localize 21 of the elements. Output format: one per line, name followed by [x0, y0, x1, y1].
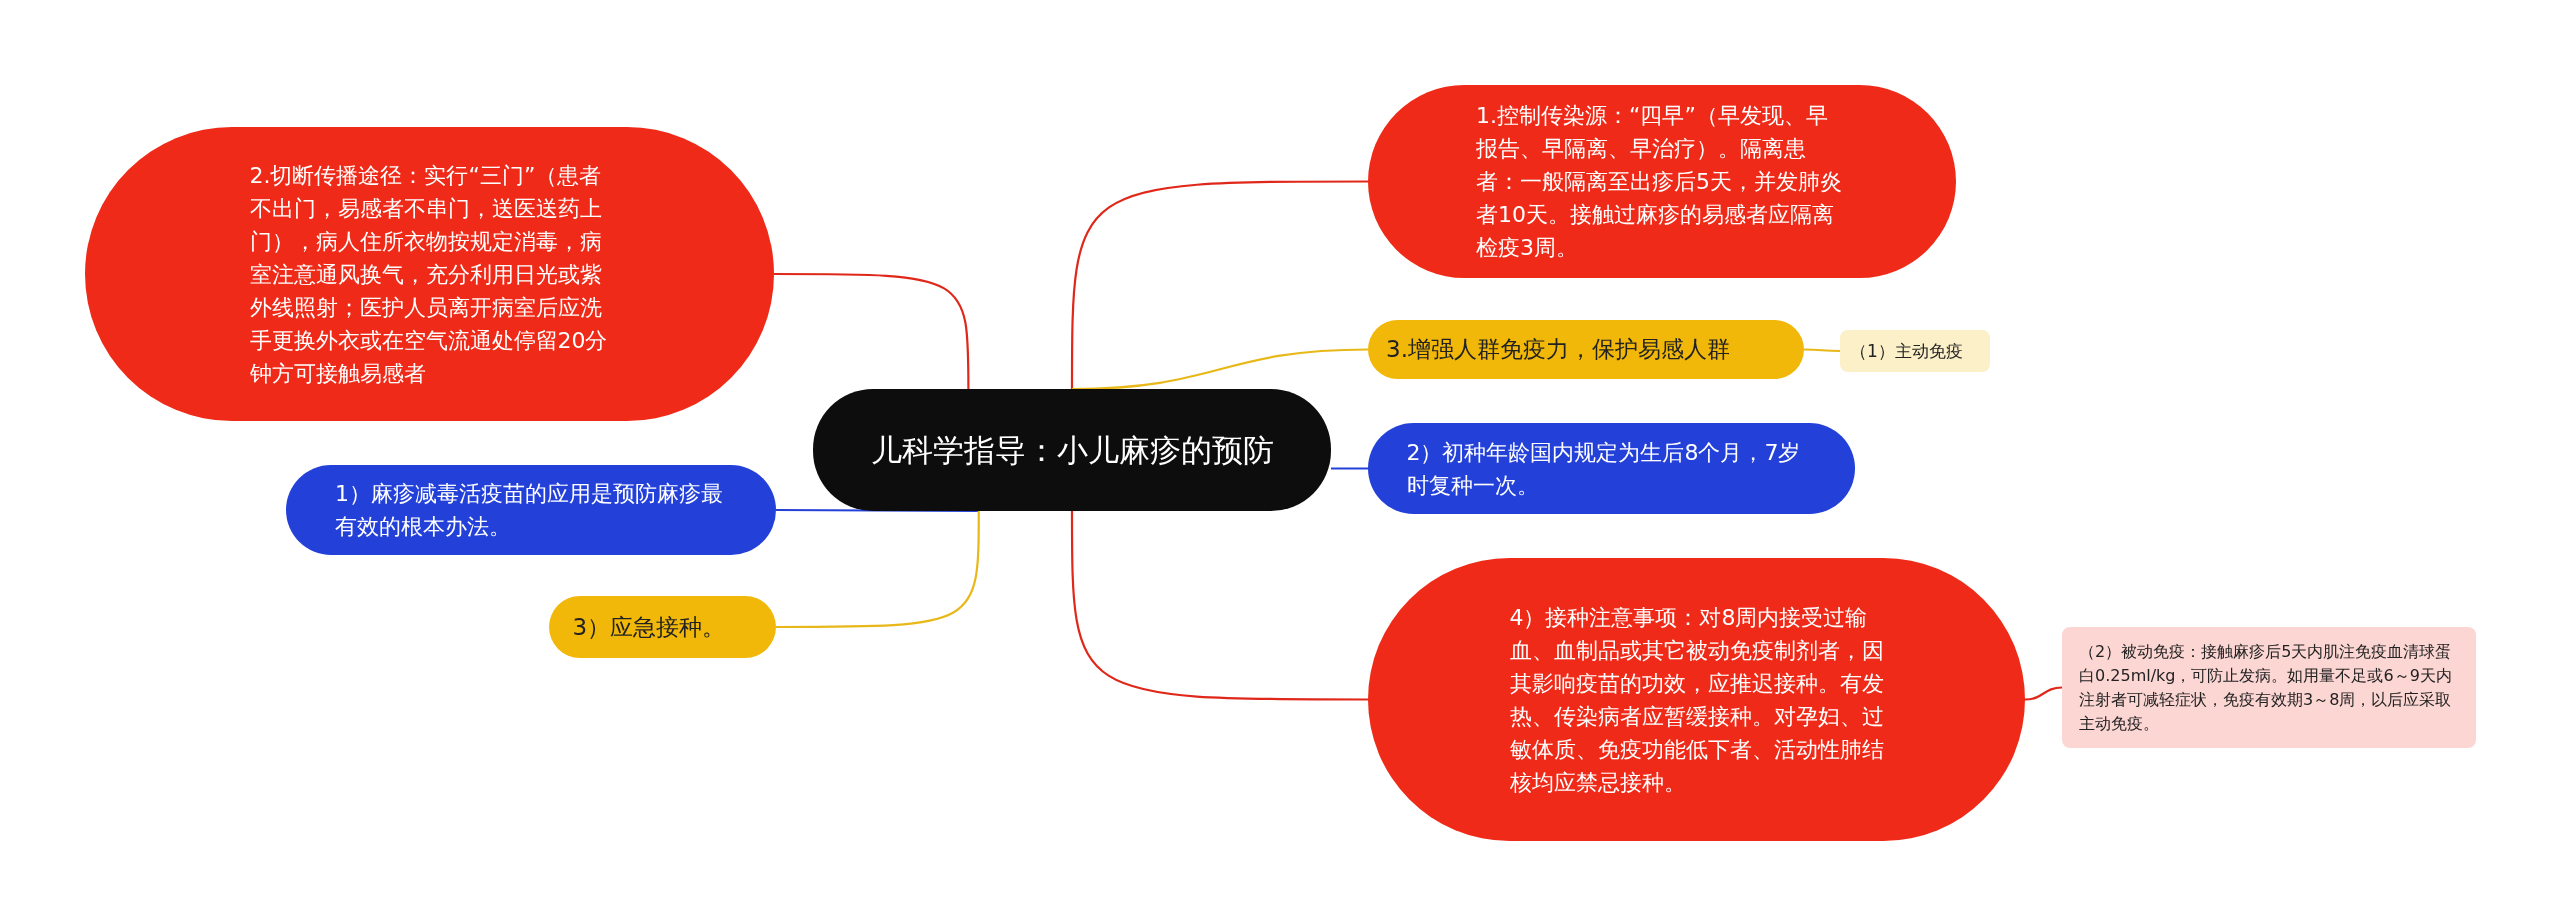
- topic-text: 2.切断传播途径：实行“三门”（患者不出门，易感者不串门，送医送药上门），病人住所衣物按规定消毒，病室注意通风换气，充分利用日光或紫外线照射；医护人员离开病室后应洗手更换外衣或在空气流通处停留20分钟方可接触易感者: [249, 161, 609, 388]
- connector-line: [776, 511, 980, 629]
- topic-text: 3.增强人群免疫力，保护易感人群: [1386, 335, 1731, 364]
- topic-text: （2）被动免疫：接触麻疹后5天内肌注免疫血清球蛋白0.25ml/kg，可防止发病。如用量不足或6～9天内注射者可减轻症状，免疫有效期3～8周，以后应采取主动免疫。: [2079, 640, 2453, 735]
- connector-line: [774, 272, 970, 389]
- topic-text: 2）初种年龄国内规定为生后8个月，7岁时复种一次。: [1406, 438, 1802, 500]
- connector-line: [2024, 686, 2063, 701]
- topic-text: 儿科学指导：小儿麻疹的预防: [869, 431, 1275, 470]
- topic-text: 4）接种注意事项：对8周内接受过输血、血制品或其它被动免疫制剂者，因其影响疫苗的功效，应推迟接种。有发热、传染病者应暂缓接种。对孕妇、过敏体质、免疫功能低下者、活动性肺结核均应禁忌接种。: [1509, 603, 1884, 797]
- connector-line: [776, 508, 979, 513]
- connector-line: [1070, 180, 1368, 389]
- connector-line: [1071, 348, 1369, 391]
- connector-line: [1331, 467, 1368, 470]
- connector-line: [1070, 511, 1368, 701]
- subtopic-card: [1840, 330, 1990, 372]
- topic-text: 1.控制传染源：“四早”（早发现、早报告、早隔离、早治疗）。隔离患者：一般隔离至出疹后5天，并发肺炎者10天。接触过麻疹的易感者应隔离检疫3周。: [1476, 102, 1843, 262]
- topic-text: 1）麻疹减毒活疫苗的应用是预防麻疹最有效的根本办法。: [335, 480, 724, 541]
- connector-line: [1804, 348, 1840, 353]
- subtopic-card: [2062, 627, 2476, 748]
- topic-text: 3）应急接种。: [572, 612, 727, 642]
- topic-text: （1）主动免疫: [1850, 340, 1964, 363]
